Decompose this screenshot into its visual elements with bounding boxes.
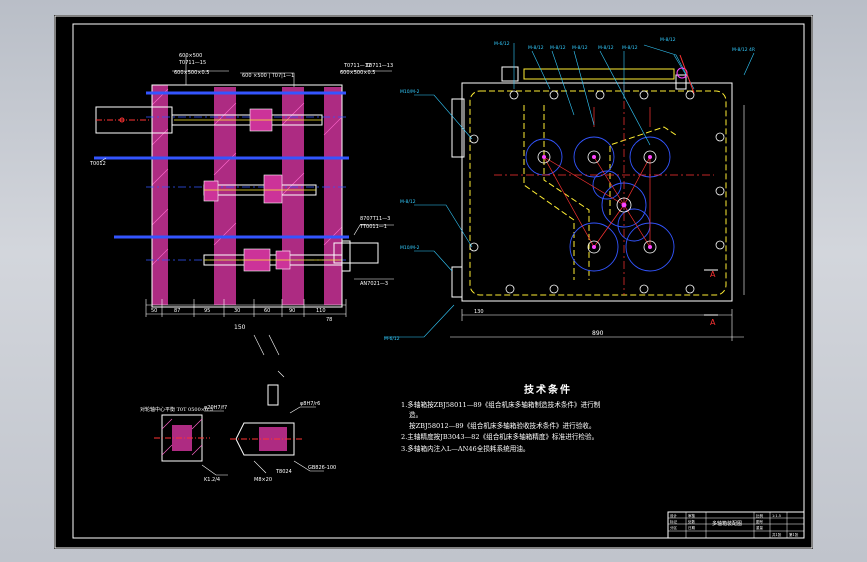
tb-cell-8: 1:1.5	[772, 514, 781, 518]
front-label-6: M-8/12	[622, 45, 638, 51]
tb-cell-1: 设计	[670, 513, 678, 518]
fit-label-1: 600×500	[179, 53, 202, 59]
front-view: A A 130 890 M-6/12 M-8/12 M-8/12 M-8/12 …	[384, 37, 755, 342]
front-label-8: M-8/12 4R	[732, 47, 755, 53]
drawing-sheet[interactable]: 50 87 95 30 60 90 110 78 150	[54, 15, 813, 549]
left-dim-overall: 150	[234, 324, 246, 331]
note-line-1: 1.多轴箱按ZBJ58011—89《组合机床多轴箱制造技术条件》进行制	[401, 400, 601, 409]
right-label-3: AN7021—3	[360, 281, 388, 287]
left-side-section: 50 87 95 30 60 90 110 78 150	[89, 53, 394, 356]
tb-cell-3: 标记	[670, 519, 678, 524]
front-label-7: M-8/12	[660, 37, 676, 43]
detail-label-7: GB826-100	[308, 465, 336, 471]
fit-label-2: T0711—15	[178, 60, 206, 66]
tb-cell-6: 日期	[688, 525, 696, 530]
left-dim-2: 87	[174, 308, 180, 314]
side-label-4: M-6/12	[384, 336, 400, 342]
left-dim-3: 95	[204, 308, 210, 314]
tb-cell-9: 图号	[756, 519, 764, 524]
detail-label-4: φ8H7/r6	[300, 401, 320, 407]
left-dim-6: 90	[289, 308, 295, 314]
fit-right-1: T0711—12	[343, 63, 371, 69]
note-line-4: 2.主轴精度按JB3043—82《组合机床多轴箱精度》标准进行检验。	[401, 432, 598, 441]
front-label-3: M-8/12	[550, 45, 566, 51]
section-mark-bottom: A	[710, 318, 716, 327]
fit-right-2: 600×500×0.5	[340, 70, 375, 76]
sheet-border	[54, 15, 813, 549]
note-line-2: 造。	[409, 410, 422, 419]
technical-notes: 技术条件 1.多轴箱按ZBJ58011—89《组合机床多轴箱制造技术条件》进行制…	[401, 383, 601, 453]
left-dim-1: 50	[151, 308, 157, 314]
left-dim-5: 60	[264, 308, 270, 314]
fit-label-3: 600×500×0.5	[174, 70, 209, 76]
front-label-4: M-8/12	[572, 45, 588, 51]
tb-cell-5: 分区	[670, 525, 678, 530]
title-block[interactable]: 多轴箱装配图 设计 审核 标记 处数 分区 日期 比例 1:1.5 图号 重量 …	[667, 511, 805, 539]
fit-label-5: T0711—13	[365, 63, 393, 69]
left-dim-8: 78	[326, 317, 332, 323]
note-line-3: 按ZBJ58012—89《组合机床多轴箱验收技术条件》进行验收。	[409, 421, 596, 430]
tb-cell-7: 比例	[756, 513, 764, 518]
front-label-1: M-6/12	[494, 41, 510, 47]
notes-title: 技术条件	[524, 383, 572, 396]
tb-cell-10: 重量	[756, 525, 764, 530]
title-block-name: 多轴箱装配图	[712, 520, 742, 527]
detail-label-5: M8×20	[254, 477, 272, 483]
tb-cell-2: 审核	[688, 513, 696, 518]
detail-label-3: K1.2/4	[204, 477, 220, 483]
right-label-1: 8707T11—3	[360, 216, 390, 222]
detail-label-6: T8024	[275, 469, 292, 475]
left-shaft-label: T0012	[89, 161, 106, 167]
tb-cell-4: 处数	[688, 519, 696, 524]
left-dim-7: 110	[316, 308, 326, 314]
drawing-canvas: 50 87 95 30 60 90 110 78 150	[54, 15, 813, 549]
side-label-1: M10/M-2	[400, 89, 420, 95]
side-label-3: M10/M-2	[400, 245, 420, 251]
drawing-frame	[72, 23, 805, 539]
side-label-2: M-8/12	[400, 199, 416, 205]
tb-cell-11: 共1张	[772, 532, 782, 537]
section-mark-top: A	[710, 270, 716, 279]
left-dim-4: 30	[234, 308, 240, 314]
detail-label-1: 对轮轴中心平衡 T0T 0500×0.5	[140, 406, 213, 413]
front-label-2: M-8/12	[528, 45, 544, 51]
note-line-5: 3.多轴箱内注入L—AN46全损耗系统用油。	[401, 444, 530, 453]
tb-cell-12: 第1张	[789, 532, 799, 537]
front-dim-130: 130	[474, 309, 484, 315]
detail-label-2: φ20H7/f7	[204, 405, 227, 411]
section-details: 对轮轴中心平衡 T0T 0500×0.5 φ20H7/f7 K1.2/4 φ8H…	[140, 370, 336, 483]
fit-label-4: 600 ×500 | T07|1—1	[242, 73, 294, 79]
front-dim-890: 890	[592, 330, 604, 337]
front-label-5: M-8/12	[598, 45, 614, 51]
right-label-2: TT0011—1	[359, 224, 387, 230]
